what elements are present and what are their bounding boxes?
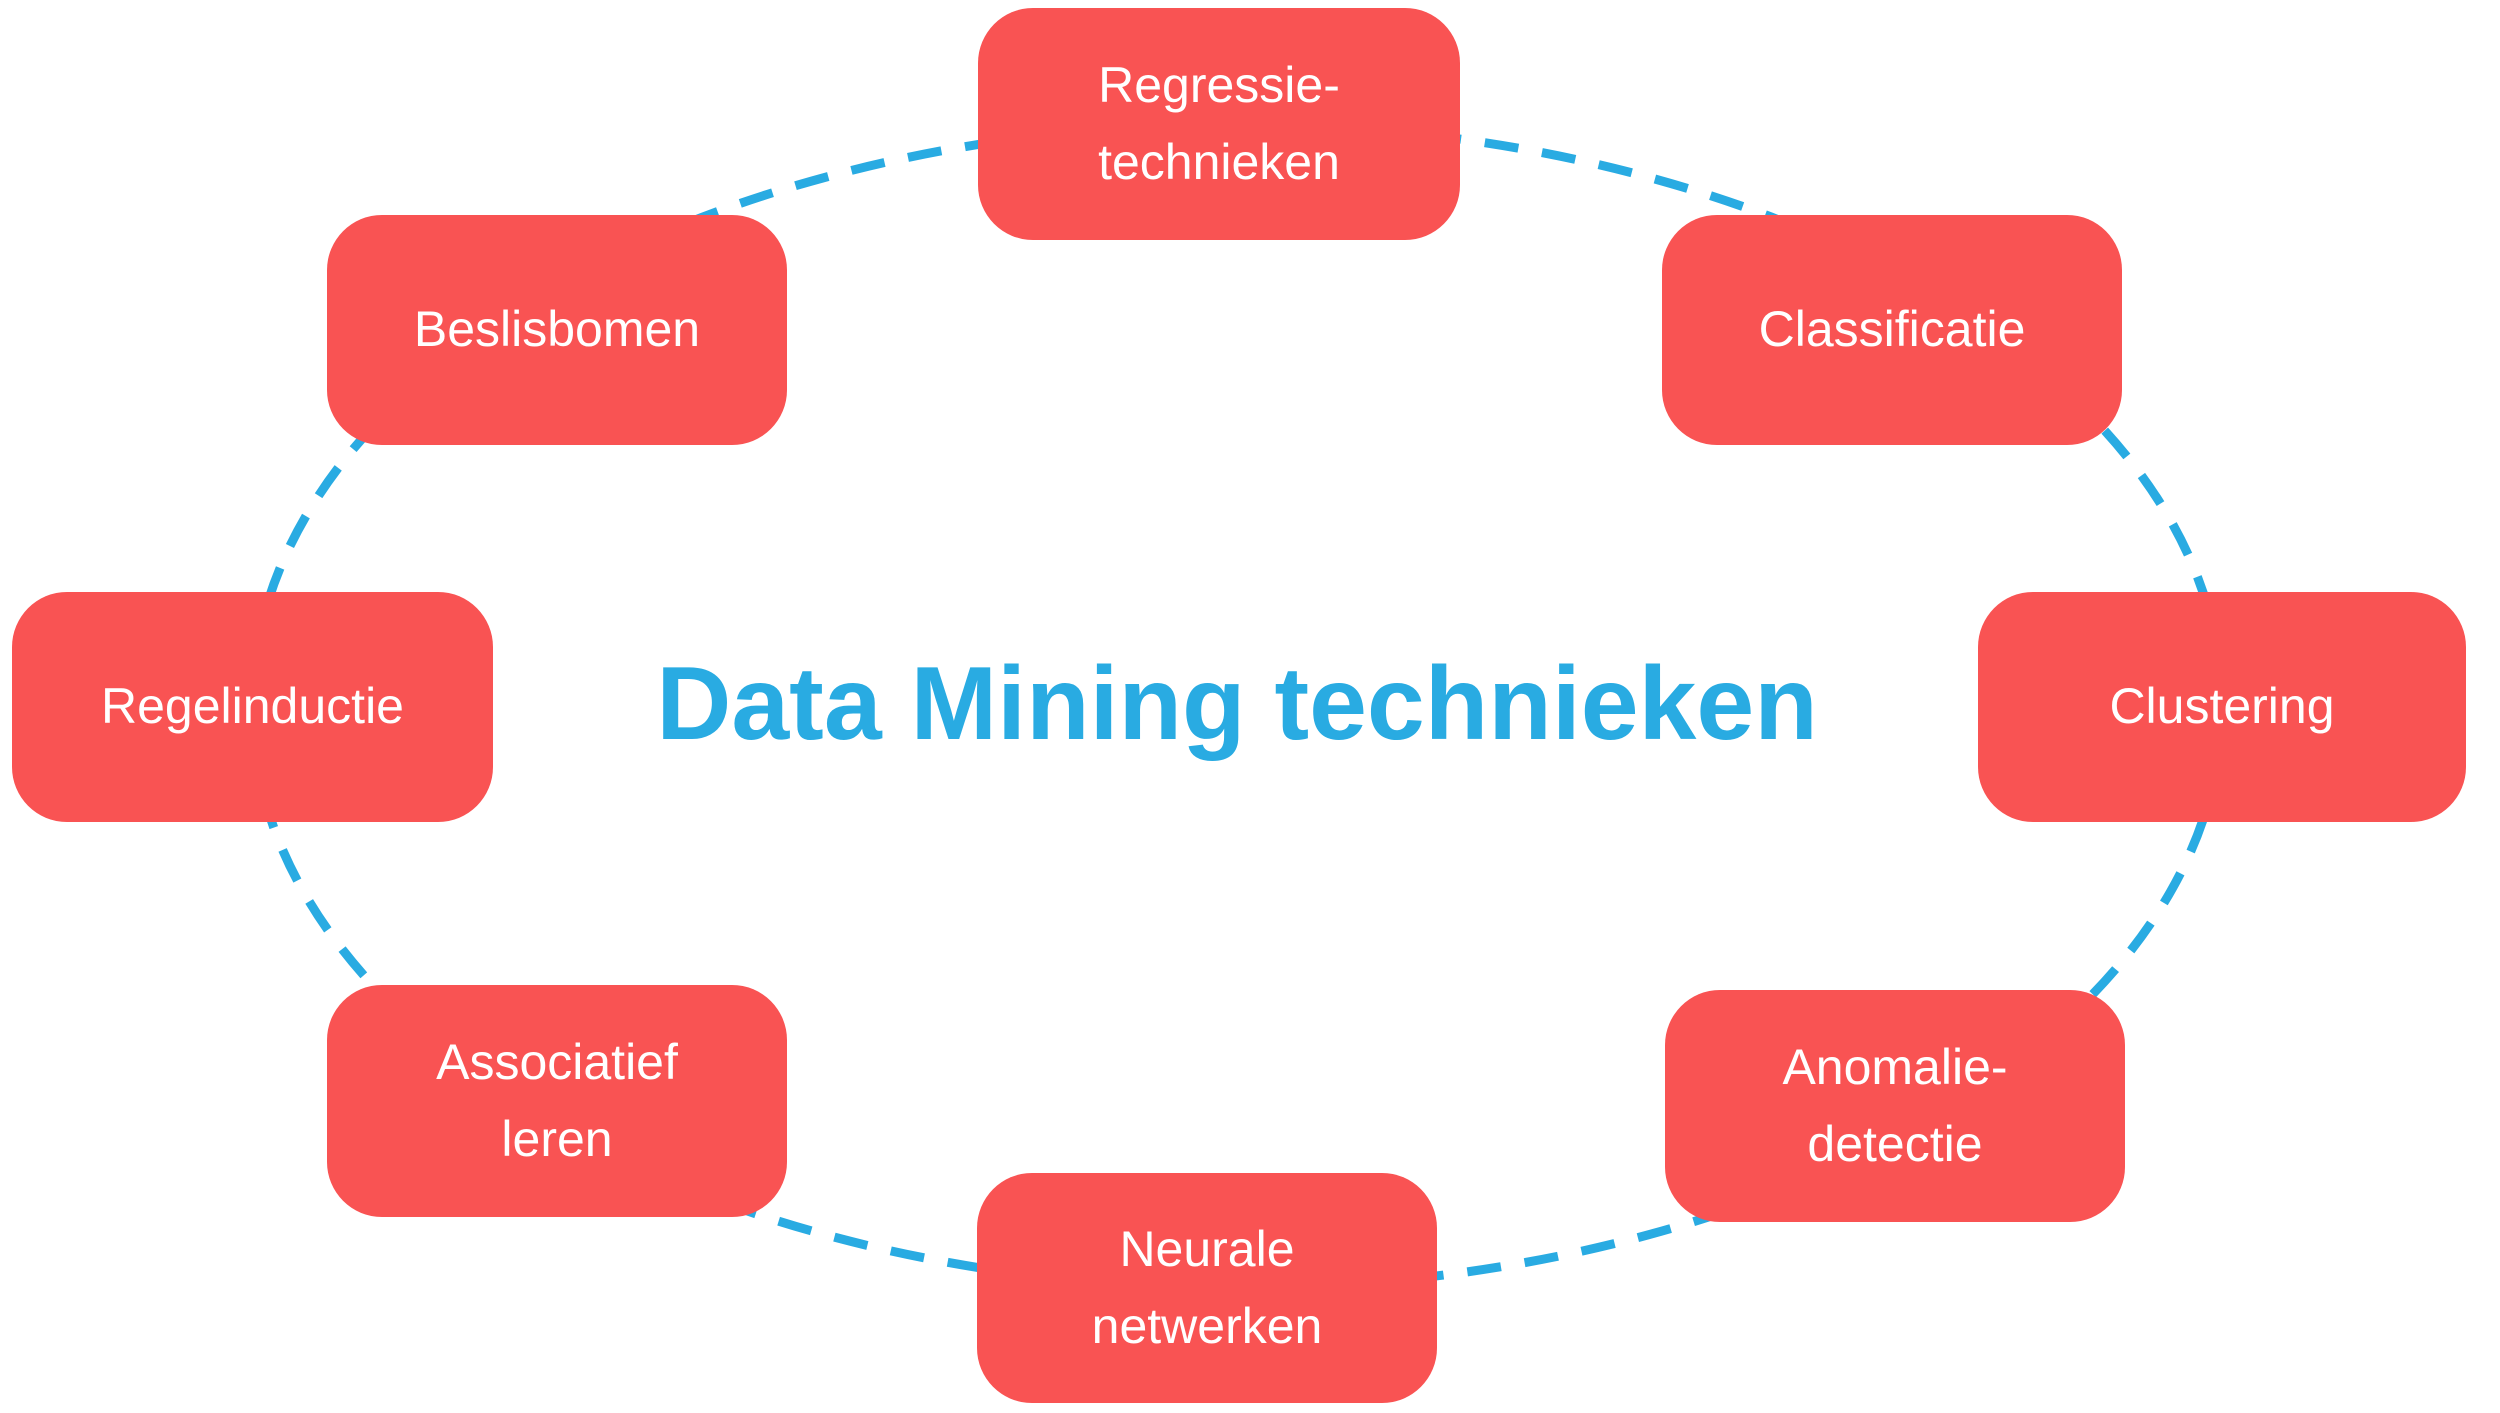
node-anomaliedetectie: Anomalie- detectie (1665, 990, 2125, 1222)
node-regelinductie: Regelinductie (12, 592, 493, 822)
node-label: Beslisbomen (413, 301, 701, 358)
node-beslisbomen: Beslisbomen (327, 215, 787, 445)
node-label: Regelinductie (101, 678, 404, 735)
node-label: Clustering (2109, 678, 2335, 735)
node-label: Classificatie (1758, 301, 2026, 358)
node-label: Associatief leren (436, 1033, 678, 1168)
node-regressietechnieken: Regressie- technieken (978, 8, 1460, 240)
node-classificatie: Classificatie (1662, 215, 2122, 445)
node-clustering: Clustering (1978, 592, 2466, 822)
node-label: Regressie- technieken (1098, 56, 1340, 191)
node-label: Neurale netwerken (1091, 1220, 1323, 1355)
node-label: Anomalie- detectie (1782, 1038, 2008, 1173)
node-associatief-leren: Associatief leren (327, 985, 787, 1217)
node-neurale-netwerken: Neurale netwerken (977, 1173, 1437, 1403)
